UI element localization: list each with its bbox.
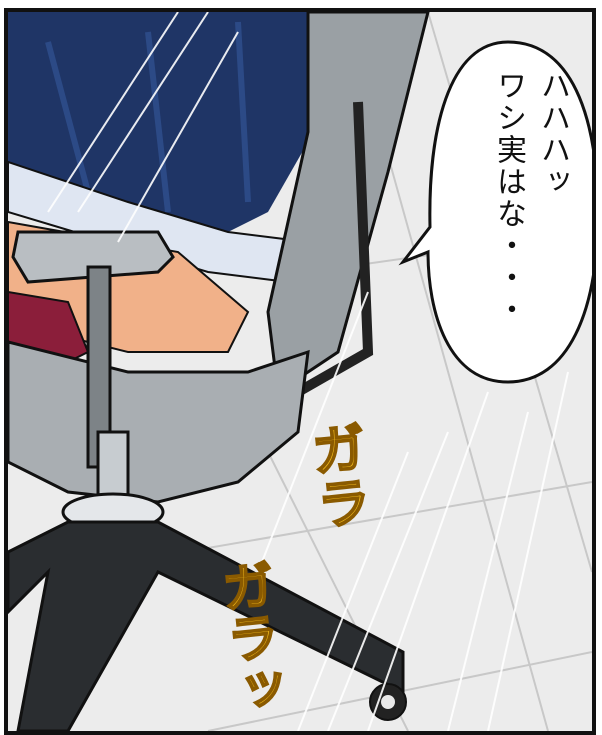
- comic-panel: ハハハッ ワシ実はな・・・ ガラ ガラッ: [4, 8, 596, 735]
- armrest: [11, 230, 175, 284]
- speech-bubble-text: ハハハッ ワシ実はな・・・: [491, 70, 570, 326]
- speech-bubble: [398, 40, 592, 384]
- chair-seat: [8, 340, 310, 504]
- chair-back: [266, 12, 430, 395]
- chair-base: [8, 520, 405, 731]
- speed-lines: [47, 12, 569, 731]
- panel-illustration: [8, 12, 592, 731]
- sound-effect-gara: ガラ: [299, 418, 375, 534]
